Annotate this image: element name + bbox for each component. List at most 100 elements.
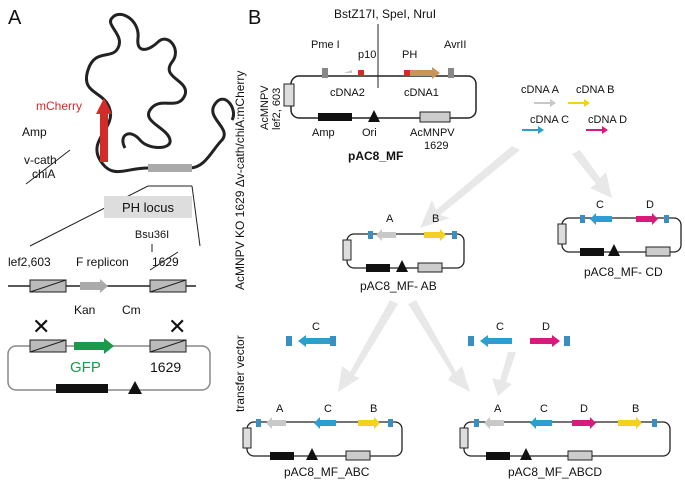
cd-site-2 (664, 215, 669, 223)
tp-amp-block (56, 384, 108, 393)
lef-label: lef2,603 (8, 255, 51, 269)
tv-cd-site-1 (468, 336, 474, 346)
abc-ori-triangle (306, 448, 318, 460)
ab-lef-block (342, 239, 352, 261)
amp-label: Amp (22, 125, 47, 139)
tv-cd-d-label: D (542, 321, 550, 333)
flow-arrow-to-ab (420, 146, 520, 228)
pmei-label: Pme I (311, 39, 340, 51)
abcd-cdna-b-arrow (618, 417, 642, 429)
abcd-1629-block (567, 450, 593, 461)
ph-locus-box (104, 196, 192, 218)
cm-label: Cm (122, 303, 141, 317)
chia-label: chiA (32, 167, 55, 181)
vertical-bacmid-label: AcMNPV KO 1629 Δv-cath/chiA:mCherry (233, 71, 247, 290)
ph-locus-segment (148, 164, 192, 172)
main-ori-label: Ori (362, 127, 377, 139)
mcherry-label: mCherry (36, 99, 82, 113)
abc-site-1 (256, 419, 261, 427)
plasmid-ab: A B pAC8_MF- AB (342, 213, 465, 293)
cdna2-arrow (336, 68, 352, 78)
vcath-label: v-cath (24, 153, 57, 167)
abc-site-2 (388, 419, 393, 427)
cd-ori-triangle (608, 244, 620, 256)
kan-arrow (80, 279, 108, 293)
abcd-c-label: C (540, 403, 548, 415)
legend-cdna-c-label: cDNA C (530, 114, 569, 126)
abcd-lef-block (459, 427, 469, 449)
plasmid-abcd: A C D B pAC8_MF_ABCD (459, 403, 671, 479)
ab-cdna-a-arrow (376, 229, 396, 241)
legend-cdna-d-arrow (586, 126, 608, 134)
lef-vertical-label-2: lef2, 603 (271, 88, 283, 130)
n1629-label: 1629 (152, 255, 179, 269)
abc-lef-block (242, 427, 252, 449)
ab-name: pAC8_MF- AB (360, 279, 437, 293)
tv-cd-c-label: C (496, 321, 504, 333)
abcd-cdna-c-arrow (530, 417, 552, 429)
tp-lef-hatch (29, 339, 67, 353)
flow-arrow-to-cd (572, 150, 612, 198)
cdna1-label: cDNA1 (404, 87, 439, 99)
panel-b-letter: B (248, 7, 261, 29)
ph-promoter (404, 70, 410, 76)
flow-arrow-to-abc (338, 300, 398, 392)
abcd-b-label: B (632, 403, 639, 415)
abc-cdna-b-arrow (358, 417, 380, 429)
plasmid-cd: C D pAC8_MF- CD (557, 199, 682, 279)
bsu36i-label: Bsu36I (135, 229, 169, 241)
ab-a-label: A (386, 213, 394, 225)
p10-promoter (358, 70, 364, 76)
gfp-arrow (74, 338, 114, 354)
tv-cd-d-arrow (530, 335, 560, 347)
legend-cdna-b-label: cDNA B (576, 84, 615, 96)
main-amp-block (318, 113, 352, 121)
abc-amp-block (270, 452, 294, 460)
legend-cdna-b-arrow (568, 99, 590, 107)
transfer-vector-c: C (286, 321, 336, 347)
pmei-site (322, 68, 328, 78)
zoom-line-right (191, 185, 201, 247)
panel-b: B AcMNPV KO 1629 Δv-cath/chiA:mCherry tr… (233, 7, 682, 479)
transfer-vector-label: transfer vector (233, 335, 247, 412)
cd-name: pAC8_MF- CD (584, 265, 663, 279)
lef-block-hatch (29, 279, 67, 293)
main-acmnpv-label: AcMNPV (410, 127, 455, 139)
ab-b-label: B (432, 213, 439, 225)
legend-cdna-a-label: cDNA A (521, 84, 560, 96)
n1629b-label: 1629 (150, 359, 181, 375)
cd-site-1 (580, 215, 585, 223)
abcd-a-label: A (494, 403, 502, 415)
main-plasmid-name: pAC8_MF (348, 149, 403, 163)
legend-cdna-d-label: cDNA D (588, 114, 627, 126)
cd-d-label: D (646, 199, 654, 211)
abcd-site-1 (474, 419, 479, 427)
abcd-cdna-d-arrow (572, 417, 596, 429)
ph-locus-label: PH locus (122, 200, 175, 215)
gfp-label: GFP (70, 359, 101, 376)
main-ori-triangle (368, 110, 380, 122)
top-sites-label: BstZ17I, SpeI, NruI (334, 7, 436, 21)
tv-c-site-2 (330, 336, 336, 346)
main-1629-block (419, 111, 451, 123)
abcd-outline (463, 421, 671, 457)
abc-b-label: B (370, 403, 377, 415)
abcd-amp-block (486, 452, 510, 460)
abc-c-label: C (324, 403, 332, 415)
abcd-name: pAC8_MF_ABCD (508, 465, 602, 479)
plasmid-abc: A C B pAC8_MF_ABC (242, 403, 403, 479)
crossover-right: ✕ (168, 314, 186, 339)
flow-arrow-to-abcd-2 (492, 352, 516, 396)
ab-outline (346, 233, 465, 269)
cd-lef-block (557, 223, 567, 245)
main-1629-label: 1629 (424, 140, 448, 152)
cd-cdna-c-arrow (590, 213, 612, 225)
crossover-left: ✕ (32, 314, 50, 339)
genome-squiggle-tail (189, 97, 235, 170)
ab-amp-block (366, 264, 390, 272)
flow-arrow-to-abcd-1 (408, 300, 470, 392)
abcd-d-label: D (580, 403, 588, 415)
tv-c-arrow (298, 335, 330, 347)
